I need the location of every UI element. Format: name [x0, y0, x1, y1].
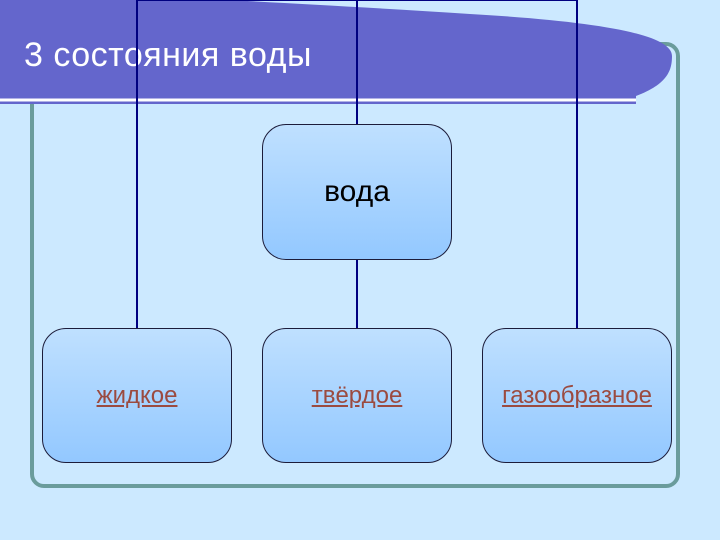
root-node-water: вода — [262, 124, 452, 260]
title-band — [0, 0, 672, 104]
node-liquid-link[interactable]: жидкое — [96, 381, 178, 409]
node-solid-link[interactable]: твёрдое — [311, 381, 403, 409]
slide-title: 3 состояния воды — [24, 36, 312, 74]
node-gaseous-link[interactable]: газообразное — [502, 381, 652, 409]
node-solid[interactable]: твёрдое — [262, 328, 452, 463]
node-gaseous[interactable]: газообразное — [482, 328, 672, 463]
root-node-label: вода — [324, 175, 390, 208]
node-liquid[interactable]: жидкое — [42, 328, 232, 463]
